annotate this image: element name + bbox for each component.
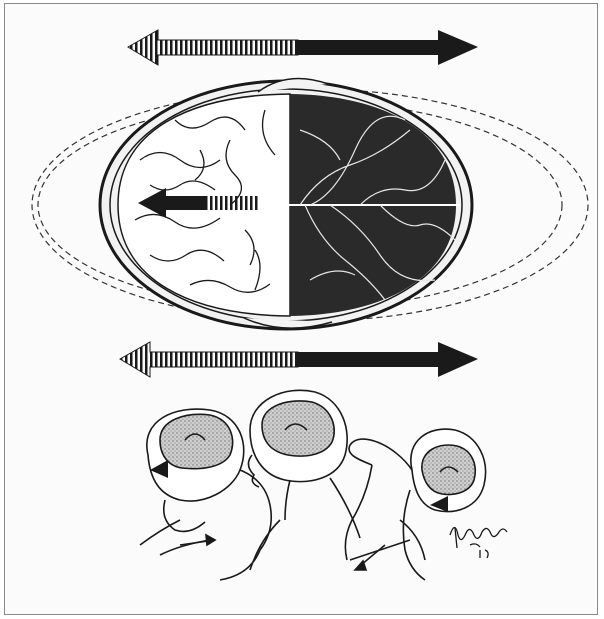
hand-push-arrows — [180, 535, 385, 570]
top-double-arrow — [128, 30, 478, 65]
artist-signature-image — [450, 528, 507, 559]
bottom-double-arrow — [120, 342, 478, 377]
infant-shaking-sequence — [140, 390, 486, 580]
infant-head-back — [345, 429, 485, 580]
